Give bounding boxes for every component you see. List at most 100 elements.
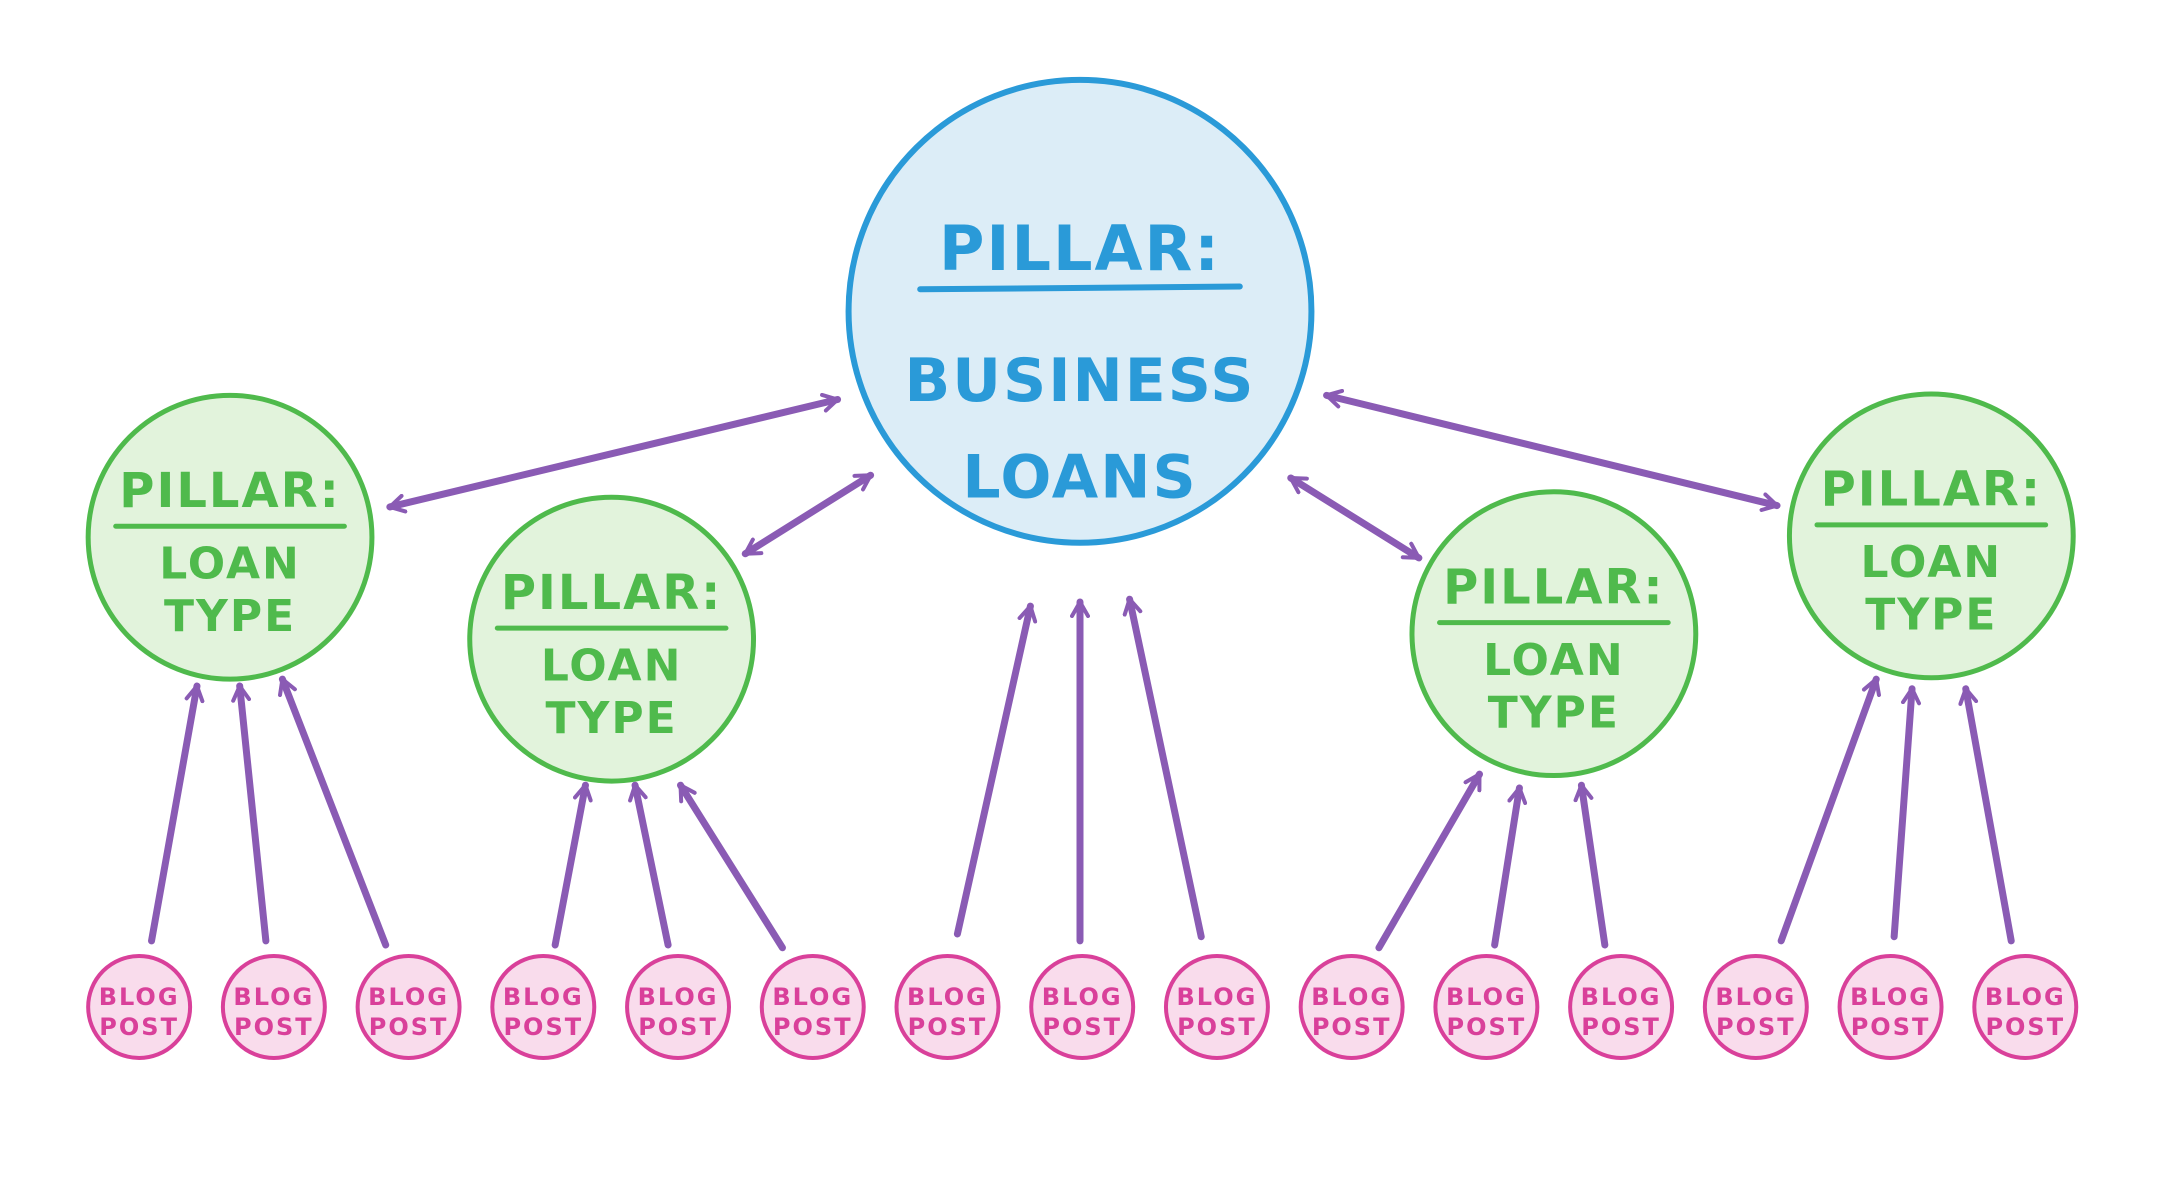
main-pillar-line2: LOANS <box>962 442 1197 512</box>
arrow-blog-3 <box>278 675 390 949</box>
arrow-blog-11 <box>1491 784 1528 949</box>
pillar-circle <box>467 494 757 784</box>
arrow-blog-7 <box>953 602 1038 938</box>
blog-post-line2: POST <box>99 1013 179 1041</box>
blog-post-circle <box>1568 954 1675 1060</box>
blog-post-circle <box>1298 954 1405 1060</box>
blog-post-circle <box>1433 954 1540 1060</box>
main-pillar-divider <box>917 283 1243 293</box>
pillar-line2: TYPE <box>1488 687 1620 738</box>
pillar-line1: LOAN <box>1861 537 2003 588</box>
blog-post-line2: POST <box>1447 1013 1527 1041</box>
blog-post-line1: BLOG <box>1715 983 1796 1011</box>
arrow-main-pillar-4 <box>1323 388 1781 513</box>
main-pillar-circle <box>845 76 1315 546</box>
pillar-title: PILLAR: <box>119 463 341 519</box>
blog-post-circle <box>625 954 732 1060</box>
arrow-blog-13 <box>1777 675 1881 945</box>
blog-post-circle <box>1029 954 1136 1060</box>
pillar-title: PILLAR: <box>1821 462 2043 518</box>
pillar-line2: TYPE <box>164 591 296 642</box>
blog-post-circle <box>490 954 597 1060</box>
blog-post-line1: BLOG <box>1850 983 1931 1011</box>
blog-post-circle <box>894 954 1001 1060</box>
main-pillar-title: PILLAR: <box>939 212 1221 285</box>
blog-post-line1: BLOG <box>99 983 180 1011</box>
blog-post-line2: POST <box>1716 1013 1796 1041</box>
arrow-main-pillar-2 <box>741 471 875 558</box>
blog-post-line1: BLOG <box>1311 983 1392 1011</box>
blog-post-line2: POST <box>1851 1013 1931 1041</box>
blog-post-circle <box>1972 954 2079 1060</box>
blog-post-line2: POST <box>908 1013 988 1041</box>
connector-arrows <box>148 388 2015 952</box>
pillar-circle <box>1786 391 2076 681</box>
blog-post-line2: POST <box>1312 1013 1392 1041</box>
pillar-line1: LOAN <box>159 539 301 590</box>
blog-post-circle <box>1163 954 1270 1060</box>
pillar-circle <box>85 392 375 682</box>
blog-post-line2: POST <box>1581 1013 1661 1041</box>
blog-post-line1: BLOG <box>1177 983 1258 1011</box>
arrow-blog-9 <box>1122 595 1205 941</box>
arrow-blog-2 <box>231 682 270 945</box>
blog-post-line2: POST <box>1985 1013 2065 1041</box>
pillar-line1: LOAN <box>1483 635 1625 686</box>
blog-post-circle <box>220 954 327 1060</box>
arrow-blog-1 <box>148 682 205 945</box>
pillar-line2: TYPE <box>1865 590 1997 641</box>
blog-post-line2: POST <box>503 1013 583 1041</box>
blog-post-circle <box>1837 954 1944 1060</box>
blog-post-line2: POST <box>1042 1013 1122 1041</box>
blog-post-line2: POST <box>638 1013 718 1041</box>
blog-post-line1: BLOG <box>1985 983 2066 1011</box>
blog-post-line1: BLOG <box>1581 983 1662 1011</box>
blog-post-line1: BLOG <box>1042 983 1123 1011</box>
blog-post-circle <box>355 954 462 1060</box>
blog-post-line1: BLOG <box>368 983 449 1011</box>
arrow-blog-10 <box>1375 770 1483 952</box>
arrow-blog-6 <box>677 781 786 952</box>
blog-post-line1: BLOG <box>503 983 584 1011</box>
pillar-line2: TYPE <box>546 693 678 744</box>
pillar-line1: LOAN <box>541 641 683 692</box>
arrow-blog-5 <box>628 781 672 949</box>
blog-post-line2: POST <box>369 1013 449 1041</box>
blog-post-line1: BLOG <box>772 983 853 1011</box>
arrow-blog-15 <box>1958 685 2015 945</box>
pillar-circle <box>1409 489 1699 779</box>
blog-post-line1: BLOG <box>907 983 988 1011</box>
blog-post-line2: POST <box>773 1013 853 1041</box>
arrow-blog-14 <box>1890 685 1922 941</box>
blog-post-line2: POST <box>234 1013 314 1041</box>
blog-post-circle <box>1702 954 1809 1060</box>
pillar-title: PILLAR: <box>501 565 723 621</box>
blog-post-line2: POST <box>1177 1013 1257 1041</box>
blog-post-circle <box>86 954 193 1060</box>
pillar-title: PILLAR: <box>1443 559 1665 615</box>
blog-post-circle <box>759 954 866 1060</box>
blog-post-line1: BLOG <box>1446 983 1527 1011</box>
arrow-main-pillar-3 <box>1287 474 1423 562</box>
